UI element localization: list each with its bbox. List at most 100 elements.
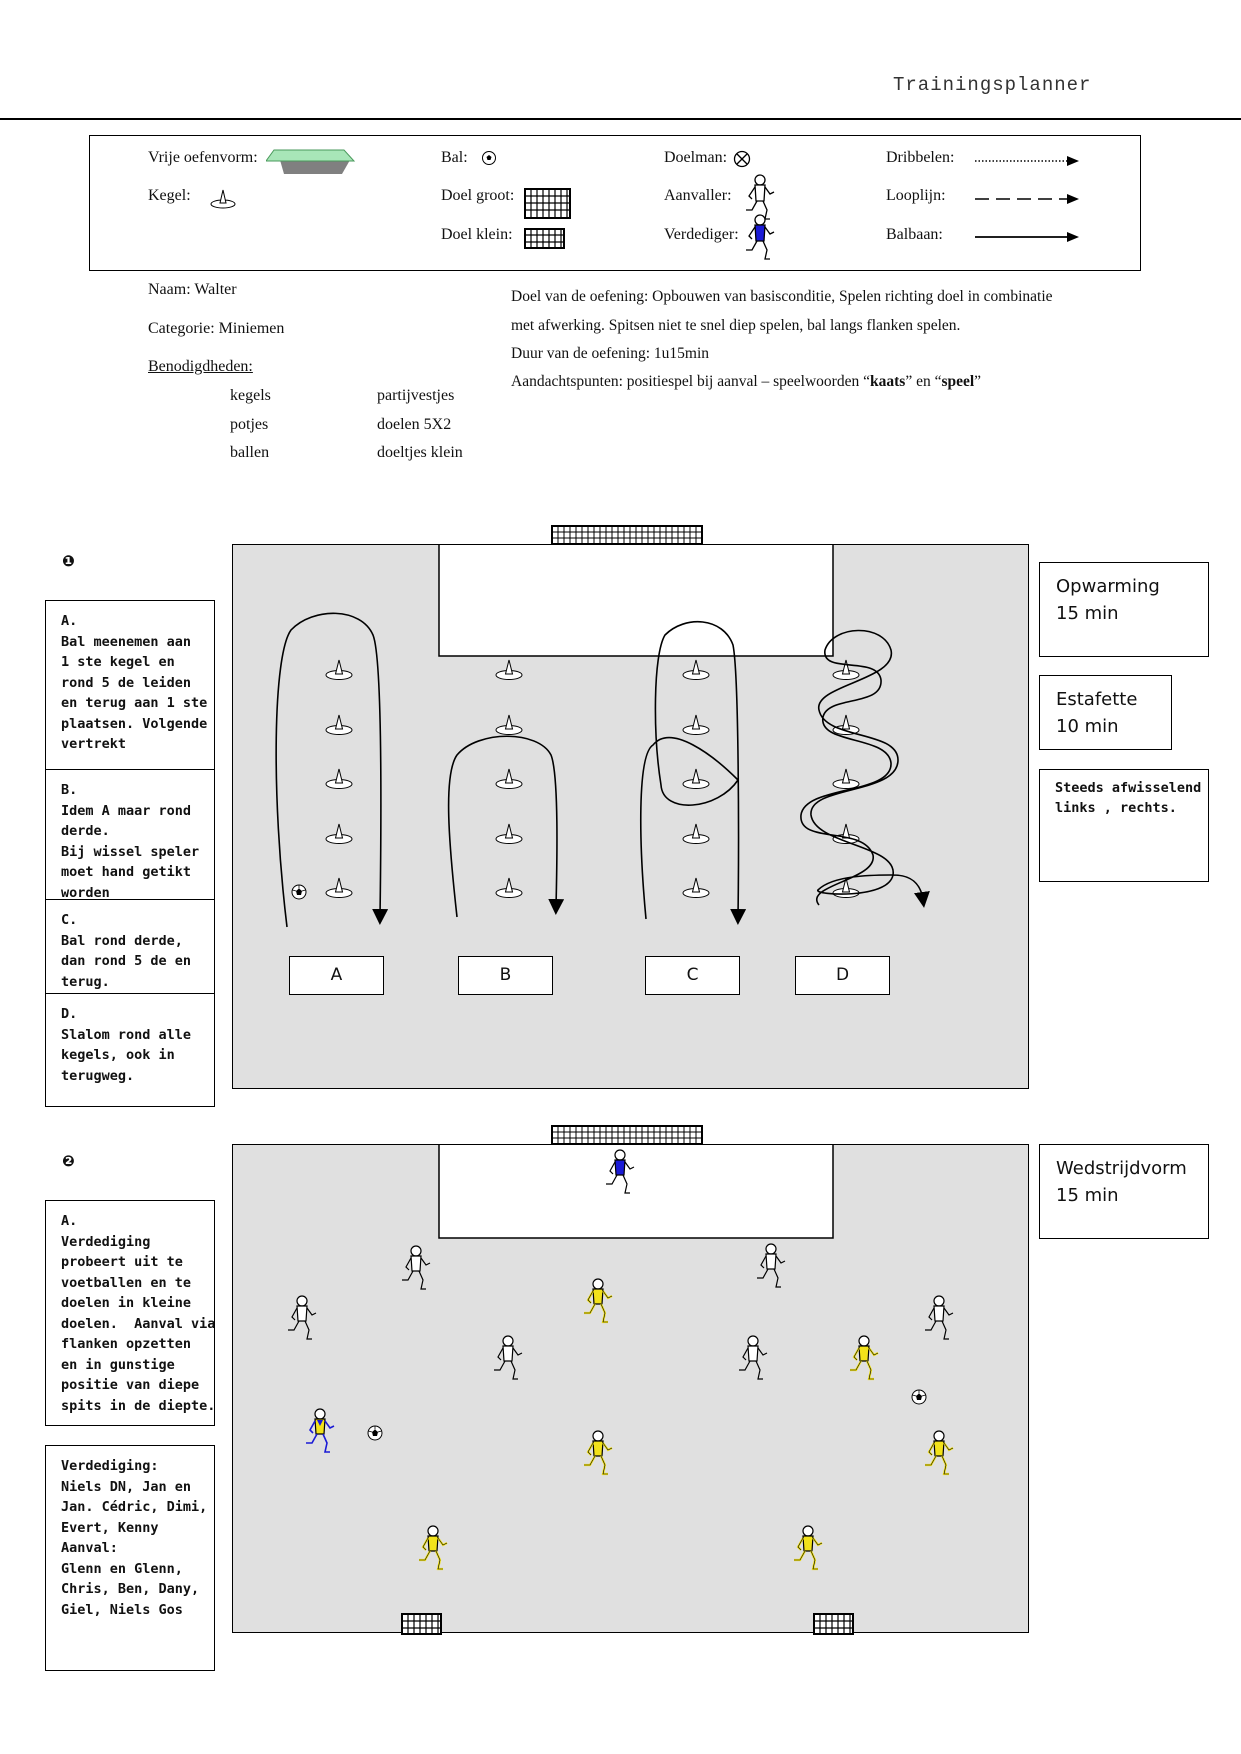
cone-icon [325,714,353,735]
exercise-1-note-a: A. Bal meenemen aan 1 ste kegel en rond … [45,600,215,770]
note-line: rond 5 de leiden [61,674,192,691]
note-line: kegels, ook in [61,1047,175,1063]
penalty-area [438,545,834,657]
dribble-line-icon [975,156,1079,166]
legend-doelman-label: Doelman: [664,149,728,166]
lane-label-c: C [645,956,740,995]
info-doel-line2: met afwerking. Spitsen niet te snel diep… [511,317,961,334]
equipment-item: kegels [230,387,271,404]
large-goal-icon [524,188,571,219]
note-line: probeert uit te [61,1254,183,1270]
vrije-oefenvorm-icon [266,149,356,174]
cone-icon [495,714,523,735]
ball-icon [291,884,307,900]
small-goal-icon [813,1613,854,1635]
info-duur: Duur van de oefening: 1u15min [511,345,710,362]
exercise-2-note-a: A. Verdediging probeert uit te voetballe… [45,1200,215,1426]
equipment-item: potjes [230,416,269,433]
info-naam: Naam: Walter [148,281,237,298]
note-line: doelen in kleine [61,1295,192,1311]
exercise-1-note-b: B. Idem A maar rond derde. Bij wissel sp… [45,769,215,900]
note-line: dan rond 5 de en [61,953,192,969]
cone-icon [325,768,353,789]
exercise-2-wedstrijdvorm-box: Wedstrijdvorm 15 min [1039,1144,1209,1239]
legend-doel-groot-label: Doel groot: [441,187,515,204]
note-line: Bij wissel speler [61,843,200,860]
cone-icon [325,659,353,680]
cone-icon [682,659,710,680]
note-line: Niels DN, Jan en [61,1478,192,1495]
note-line: Chris, Ben, Dany, [61,1581,200,1597]
side-line: Opwarming [1056,576,1160,597]
side-line: Estafette [1056,689,1138,710]
path-lane-d [800,629,930,908]
defender-player-icon [792,1524,824,1571]
exercise-1-estafette-box: Estafette 10 min [1039,675,1172,750]
app-title: Trainingsplanner [893,74,1092,96]
attacker-icon [746,174,775,220]
note-line: Jan. Cédric, Dimi, [61,1499,208,1515]
cone-icon [495,823,523,844]
note-line: terug. [61,973,110,990]
side-line: 15 min [1056,1185,1119,1206]
cone-icon [682,823,710,844]
note-line: A. [61,1213,78,1229]
small-goal-icon [524,228,565,249]
note-line: flanken opzetten [61,1336,192,1352]
path-lane-a [275,612,389,928]
defender-player-icon [305,1408,335,1453]
cone-icon [325,877,353,898]
exercise-1-opwarming-box: Opwarming 15 min [1039,562,1209,657]
note-line: Verdediging: [61,1458,159,1474]
side-line: 15 min [1056,603,1119,624]
equipment-item: ballen [230,444,270,461]
header-rule [0,118,1241,120]
large-goal-icon [551,1125,703,1145]
attacker-player-icon [924,1295,954,1340]
side-line: 10 min [1056,716,1119,737]
cone-icon [832,768,860,789]
exercise-1-note-c: C. Bal rond derde, dan rond 5 de en teru… [45,899,215,994]
note-line: Glenn en Glenn, [61,1560,183,1577]
penalty-area [438,1145,834,1239]
info-categorie: Categorie: Miniemen [148,320,285,337]
exercise-2-diagram [287,1145,955,1571]
exercise-1-note-box: Steeds afwisselend links , rechts. [1039,769,1209,882]
attacker-player-icon [756,1243,786,1288]
exercise-1-note-d: D. Slalom rond alle kegels, ook in terug… [45,993,215,1107]
note-line: Slalom rond alle [61,1026,192,1043]
cone-icon [495,768,523,789]
ball-icon [911,1389,927,1405]
side-line: links , rechts. [1055,800,1177,816]
attacker-player-icon [493,1335,523,1380]
note-line: en terug aan 1 ste [61,695,208,711]
small-goal-icon [401,1613,442,1635]
exercise-1-field [232,544,1029,1089]
ball-icon [367,1425,383,1441]
path-lane-b [447,735,565,918]
note-line: B. [61,782,78,798]
ball-icon [482,151,496,165]
equipment-item: partijvestjes [377,387,455,404]
legend-box: Vrije oefenvorm: Kegel: Bal: Doel groot:… [89,135,1141,271]
equipment-item: doeltjes klein [377,444,463,461]
defender-player-icon [582,1277,614,1324]
lane-label-b: B [458,956,553,995]
info-doel-line1: Doel van de oefening: Opbouwen van basis… [511,288,1053,305]
side-line: Steeds afwisselend [1055,780,1202,796]
legend-bal-label: Bal: [441,149,468,166]
defender-player-icon [417,1524,449,1571]
exercise-1-diagram [275,545,930,928]
legend-looplijn-label: Looplijn: [886,187,946,204]
cone-icon [325,823,353,844]
info-aandachtspunten: Aandachtspunten: positiespel bij aanval … [511,373,982,390]
note-line: vertrekt [61,736,127,752]
note-line: Evert, Kenny [61,1519,159,1536]
path-lane-c [639,621,747,925]
note-line: voetballen en te [61,1274,192,1291]
exercise-2-note-team: Verdediging: Niels DN, Jan en Jan. Cédri… [45,1445,215,1671]
cone-icon [682,714,710,735]
note-line: worden [61,884,110,900]
note-line: plaatsen. Volgende [61,715,208,732]
legend-doel-klein-label: Doel klein: [441,226,513,243]
